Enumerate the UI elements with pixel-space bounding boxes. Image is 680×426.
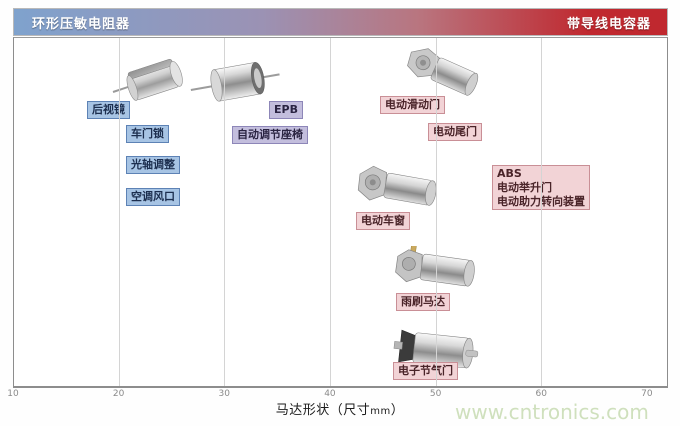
- x-axis-title-close: ）: [390, 403, 405, 418]
- tag-epb[interactable]: EPB: [269, 101, 303, 119]
- watermark: www.cntronics.com: [455, 400, 649, 424]
- x-tick-50: 50: [429, 389, 442, 399]
- tag-abs-group[interactable]: ABS 电动举升门 电动助力转向装置: [492, 165, 590, 211]
- x-tick-70: 70: [641, 389, 653, 399]
- banner-label-capacitor: 带导线电容器: [566, 16, 651, 32]
- x-axis-title: 马达形状（尺寸mm）: [0, 399, 680, 418]
- motor-illustration-wiper: [392, 246, 484, 298]
- x-axis-line: [13, 386, 668, 388]
- gridline-40: [329, 38, 331, 386]
- motor-illustration-round-can: [184, 56, 289, 106]
- gridline-50: [435, 38, 437, 386]
- tag-sliding-door[interactable]: 电动滑动门: [380, 96, 445, 114]
- banner-label-varistor: 环形压敏电阻器: [32, 16, 131, 32]
- tag-rearview-mirror[interactable]: 后视镜: [87, 101, 130, 119]
- x-axis-unit: mm: [370, 406, 391, 417]
- gridline-60: [541, 38, 543, 386]
- x-tick-20: 20: [112, 389, 125, 399]
- x-tick-30: 30: [218, 389, 231, 399]
- gridline-20: [118, 38, 120, 386]
- tag-wiper-motor[interactable]: 雨刷马达: [396, 293, 450, 311]
- tag-door-lock[interactable]: 车门锁: [126, 125, 169, 143]
- tag-power-seat[interactable]: 自动调节座椅: [232, 126, 308, 144]
- tag-power-window[interactable]: 电动车窗: [356, 212, 410, 230]
- tag-ac-vent[interactable]: 空调风口: [126, 188, 180, 206]
- motor-illustration-gear-power-window: [354, 163, 444, 215]
- tag-optical-axis[interactable]: 光轴调整: [126, 156, 180, 174]
- category-banner: 环形压敏电阻器 带导线电容器: [13, 8, 668, 36]
- x-tick-10: 10: [7, 389, 19, 399]
- x-tick-40: 40: [324, 389, 336, 399]
- plot-area: 后视镜 车门锁 光轴调整 空调风口 EPB 自动调节座椅 电动滑动门 电动尾门 …: [13, 37, 668, 387]
- x-axis-title-text: 马达形状（尺寸: [275, 403, 371, 418]
- motor-illustration-gear-sliding-door: [399, 46, 483, 102]
- gridline-30: [224, 38, 226, 386]
- motor-illustration-throttle: [392, 326, 484, 374]
- tag-throttle[interactable]: 电子节气门: [393, 362, 458, 380]
- x-tick-60: 60: [535, 389, 547, 399]
- tag-tailgate[interactable]: 电动尾门: [428, 123, 482, 141]
- motor-illustration-small-can: [109, 56, 195, 102]
